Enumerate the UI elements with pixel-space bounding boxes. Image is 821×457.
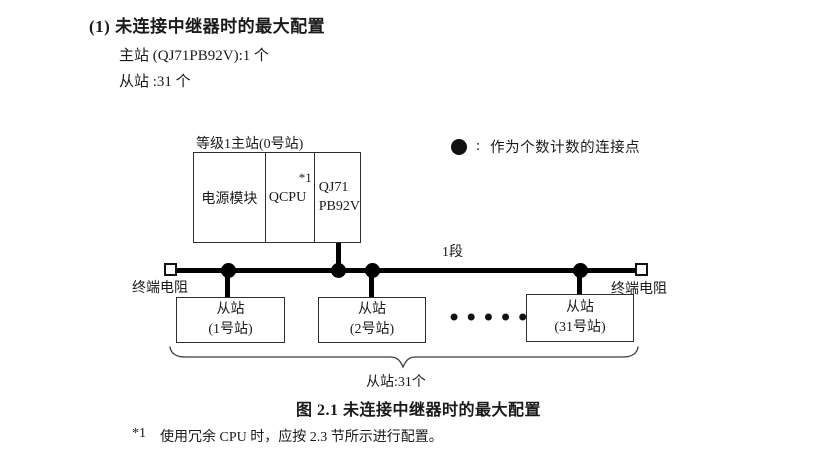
segment-label: 1段 (442, 245, 463, 260)
slave-station-number: (31号站) (554, 320, 606, 335)
slave-station-box-1: 从站 (1号站) (176, 297, 285, 343)
cpu-cell: *1 QCPU (266, 153, 315, 242)
left-terminator-icon (164, 263, 177, 276)
legend: : 作为个数计数的连接点 (451, 136, 640, 157)
slave2-drop-line (369, 271, 374, 298)
legend-label: 作为个数计数的连接点 (490, 140, 641, 156)
right-terminator-icon (635, 263, 648, 276)
slave-station-box-31: 从站 (31号站) (526, 294, 634, 342)
right-terminator-label: 终端电阻 (611, 282, 667, 297)
slave-station-number: (2号站) (349, 322, 395, 337)
pb92v-module-cell: QJ71 PB92V (315, 153, 360, 242)
connection-point-icon (331, 263, 346, 278)
master-station-label: 等级1主站(0号站) (196, 137, 304, 152)
power-module-cell: 电源模块 (194, 153, 266, 242)
cpu-label: QCPU (268, 190, 307, 205)
connection-point-icon (451, 138, 467, 155)
slave3-drop-line (577, 271, 582, 296)
connection-point-icon (221, 263, 236, 278)
pb92v-line1: QJ71 (318, 179, 349, 195)
connection-point-icon (573, 263, 588, 278)
cpu-footnote-ref: *1 (298, 170, 312, 185)
slave1-drop-line (225, 271, 230, 298)
slave-count-line: 从站 :31 个 (119, 74, 191, 90)
brace-icon (169, 346, 639, 369)
slave-name: 从站 (566, 300, 594, 316)
slave-total-label: 从站:31个 (366, 375, 426, 390)
pb92v-line2: PB92V (318, 198, 360, 214)
slave-name: 从站 (216, 302, 245, 318)
left-terminator-label: 终端电阻 (132, 281, 188, 296)
slave-name: 从站 (358, 302, 386, 318)
legend-colon: : (476, 138, 481, 154)
footnote-text: 使用冗余 CPU 时，应按 2.3 节所示进行配置。 (160, 430, 443, 445)
section-title: (1) 未连接中继器时的最大配置 (89, 17, 326, 36)
slave-station-box-2: 从站 (2号站) (318, 297, 426, 343)
bus-line (177, 268, 635, 273)
slave-station-number: (1号站) (208, 322, 253, 337)
figure-caption: 图 2.1 未连接中继器时的最大配置 (296, 402, 542, 419)
master-drop-line (336, 243, 341, 272)
master-count-line: 主站 (QJ71PB92V):1 个 (119, 48, 270, 64)
master-station-box: 电源模块 *1 QCPU QJ71 PB92V (193, 152, 361, 243)
footnote: *1 使用冗余 CPU 时，应按 2.3 节所示进行配置。 (132, 426, 443, 446)
footnote-ref: *1 (132, 426, 146, 441)
connection-point-icon (365, 263, 380, 278)
